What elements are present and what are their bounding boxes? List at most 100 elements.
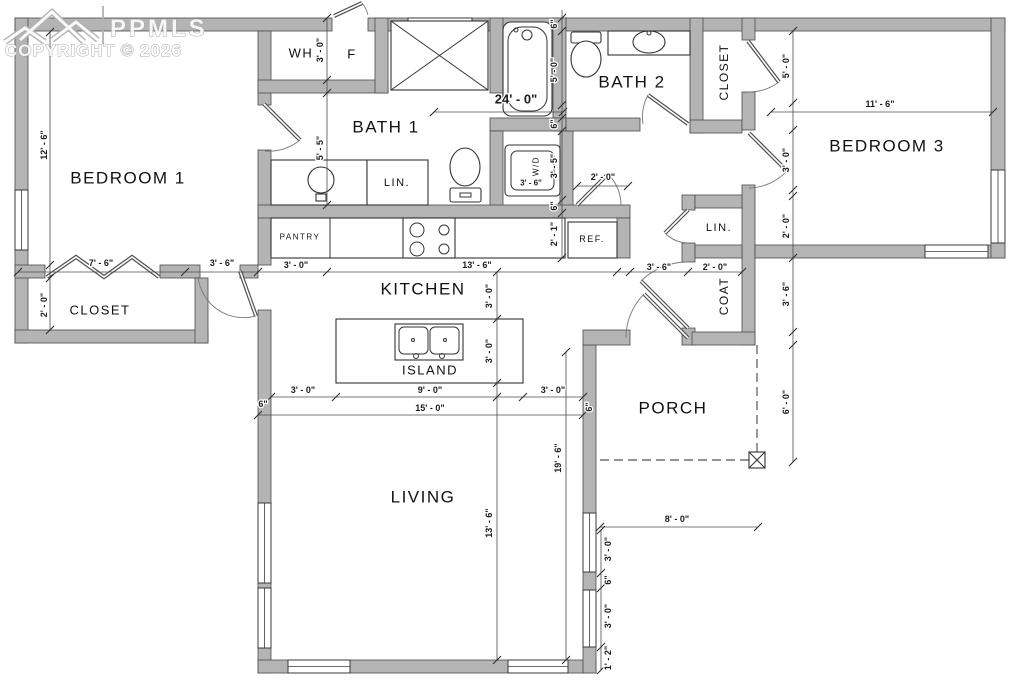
bath1-vanity: [270, 159, 368, 206]
bath2-vanity: [607, 30, 691, 56]
dimension-labels-layer: 24' - 0" 11' - 6" 12' - 6" 2' - 0" 7' - 6" 3'…: [38, 18, 896, 671]
dimension-label: 1' - 2": [603, 646, 613, 670]
watermark: PPMLS COPYRIGHT © 2026: [3, 6, 208, 61]
window: [14, 189, 29, 251]
room-label: ISLAND: [402, 363, 458, 378]
shower: [390, 20, 489, 91]
room-label: BATH 2: [598, 73, 665, 92]
window: [990, 169, 1006, 244]
bath2-door: [642, 93, 690, 126]
bedroom3-closet-door: [746, 39, 781, 93]
dimension-label: 6": [549, 201, 559, 210]
walls-layer: [14, 17, 1006, 674]
dimension-label: 3' - 6": [210, 258, 234, 268]
dimension-label: 3' - 0": [484, 339, 494, 363]
room-label: CLOSET: [69, 303, 130, 318]
room-label: LIN.: [384, 177, 410, 189]
dimension-label: 13' - 6": [462, 260, 491, 270]
dimension-label: 6": [258, 399, 267, 409]
dimension-label: 2' - 0": [39, 293, 49, 317]
watermark-logo: PPMLS: [110, 15, 208, 42]
dimension-label: 3' - 0": [541, 385, 565, 395]
linen-closet-door: [663, 208, 690, 244]
utility-door: [333, 1, 369, 18]
room-label: BEDROOM 1: [70, 169, 186, 188]
hall-door: [575, 172, 622, 207]
dimension-lines-layer: [13, 10, 998, 675]
dimension-label: 24' - 0": [495, 92, 538, 107]
dimension-label: 2' - 1": [549, 222, 559, 246]
bedroom3-door: [747, 131, 789, 189]
window: [257, 502, 272, 584]
window: [257, 587, 272, 649]
dimension-label: 5' - 5": [315, 136, 325, 160]
room-label: BATH 1: [352, 118, 419, 137]
dimension-label: 3' - 0": [781, 148, 791, 172]
watermark-copyright: COPYRIGHT © 2026: [5, 41, 182, 60]
front-door: [625, 292, 690, 340]
room-label: LIVING: [391, 488, 456, 507]
bath1-linen-cabinet: [366, 159, 429, 206]
dimension-label: 2' - 0": [781, 214, 791, 238]
bath2-toilet: [570, 31, 602, 78]
room-label: BEDROOM 3: [829, 137, 945, 156]
dimension-label: 2' - 0": [591, 172, 615, 182]
refrigerator: [567, 221, 618, 259]
room-label: KITCHEN: [380, 280, 465, 299]
doors-layer: [45, 1, 789, 340]
room-label: PORCH: [639, 399, 708, 418]
room-label: PANTRY: [280, 233, 321, 242]
window: [582, 512, 597, 573]
mountains-logo-icon: [3, 6, 104, 45]
dimension-label: 3' - 0": [315, 38, 325, 62]
dimension-label: 19' - 6": [553, 443, 563, 472]
dimension-label: 3' - 0": [484, 284, 494, 308]
coat-closet-door: [639, 261, 690, 330]
bath1-door: [262, 102, 302, 152]
dimension-label: 8' - 0": [665, 514, 689, 524]
dimension-label: 3' - 0": [603, 537, 613, 561]
washer-dryer-unit: [504, 144, 561, 197]
bath1-toilet: [449, 147, 482, 203]
bedroom1-door: [197, 270, 258, 319]
window: [507, 659, 569, 674]
porch-outline: [600, 345, 758, 461]
dimension-label: 9' - 0": [418, 385, 442, 395]
dimension-label: 6": [584, 402, 594, 411]
dimension-label: 3' - 6": [520, 179, 542, 188]
dimension-label: 6": [549, 119, 559, 128]
fixtures-layer: [270, 20, 766, 469]
dimension-label: 15' - 0": [415, 403, 444, 413]
room-label: W/D: [532, 156, 541, 176]
dimension-label: 6": [603, 575, 613, 584]
room-labels-layer: BEDROOM 1 BATH 1 BATH 2 BEDROOM 3 KITCHEN LIV…: [68, 42, 945, 508]
dimension-label: 3' - 0": [291, 385, 315, 395]
stove: [402, 217, 456, 259]
room-label: REF.: [579, 234, 605, 244]
dimension-label: 3' - 6": [781, 282, 791, 306]
room-label: LIN.: [706, 222, 732, 234]
dimension-label: 12' - 6": [39, 130, 49, 159]
dimension-label: 6": [549, 19, 559, 28]
window: [287, 659, 351, 674]
dimension-label: 3' - 0": [284, 260, 308, 270]
island-sink: [394, 323, 464, 361]
window: [582, 589, 597, 648]
dimension-label: 3' - 0": [603, 604, 613, 628]
dimension-label: 2' - 0": [703, 262, 727, 272]
dimension-label: 7' - 6": [89, 258, 113, 268]
dimension-label: 5' - 0": [549, 58, 559, 82]
closet1-bifold-doors: [45, 254, 161, 280]
window: [924, 244, 989, 259]
room-label: COAT: [717, 277, 731, 315]
room-label: WH: [289, 46, 314, 61]
dimension-label: 13' - 6": [484, 508, 494, 537]
porch-post: [748, 451, 766, 469]
dimension-label: 11' - 6": [866, 99, 895, 109]
room-label: CLOSET: [717, 43, 731, 100]
bathtub: [502, 21, 553, 117]
dimension-label: 5' - 0": [781, 54, 791, 78]
dimension-label: 3' - 5": [549, 154, 559, 178]
